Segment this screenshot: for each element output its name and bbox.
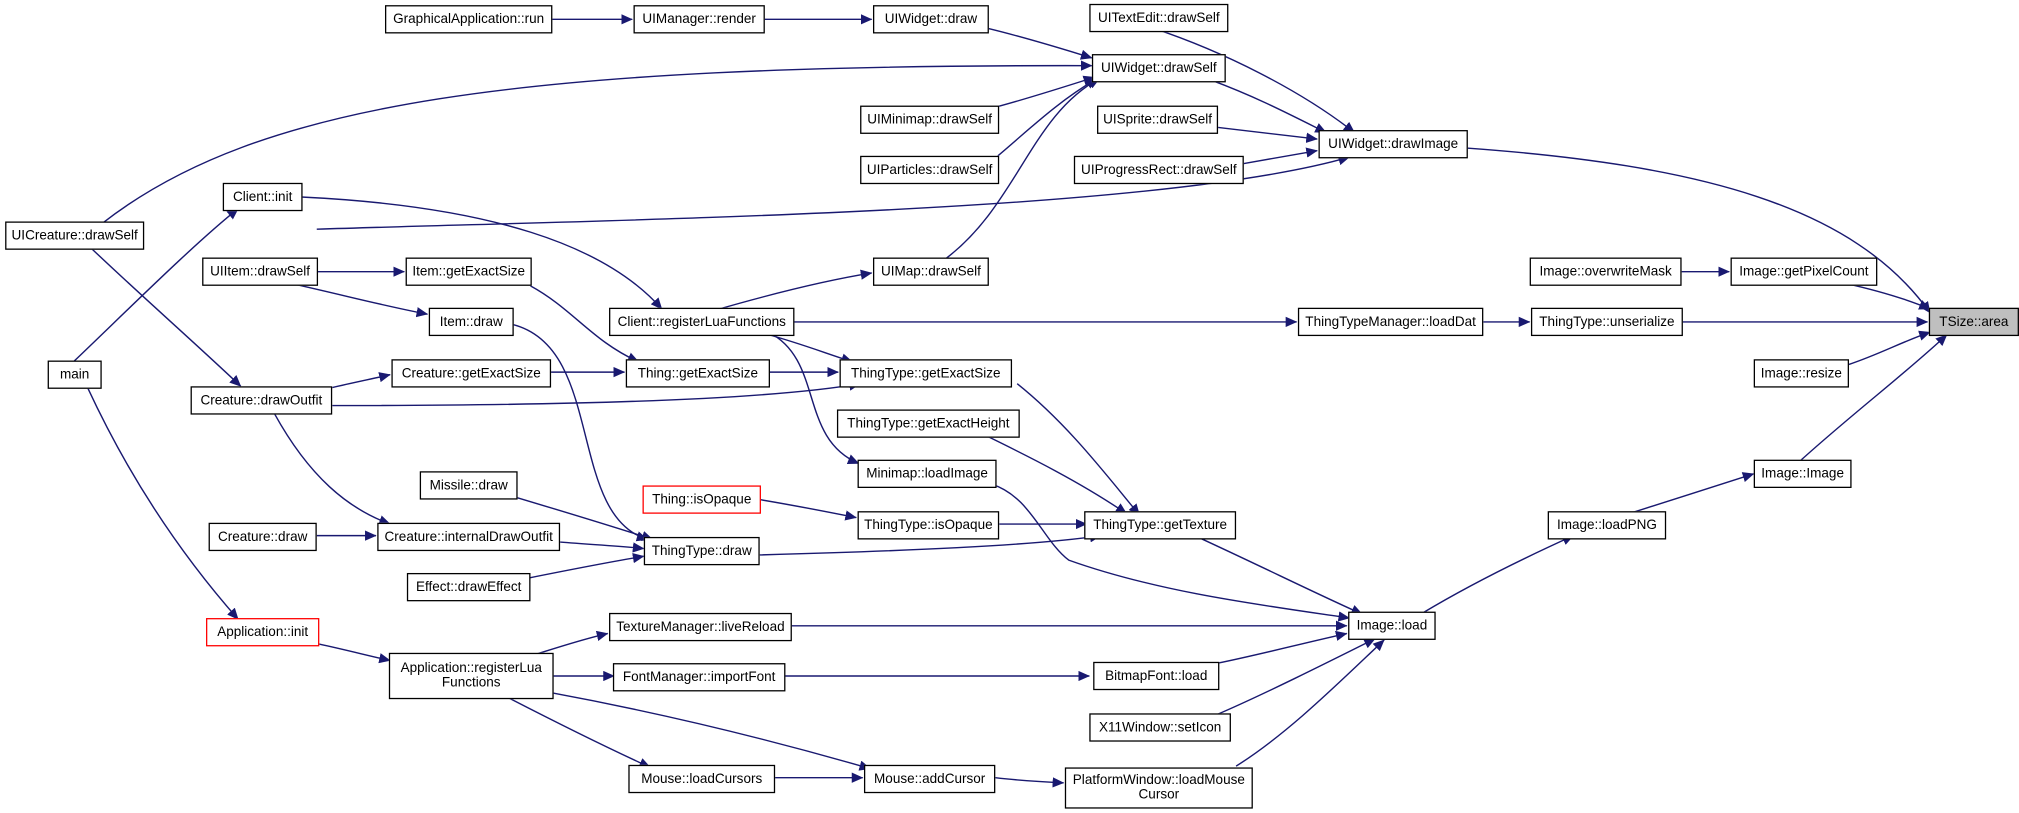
edge-particles-widgetdrawself <box>997 77 1098 157</box>
node-client-init[interactable]: Client::init <box>222 182 303 212</box>
node-thingtype-unserialize[interactable]: ThingType::unserialize <box>1530 307 1683 337</box>
edge-uimap-widgetdrawself <box>943 77 1101 261</box>
edge-itemgetexactsize-thinggetexactsize <box>530 285 640 363</box>
edge-uicreature-drawoutfit <box>89 246 242 387</box>
edge-appinit-registerlua <box>317 643 391 664</box>
node-application-init[interactable]: Application::init <box>206 618 320 647</box>
edge-thingisopaque-thingtypeisopaque <box>759 498 857 521</box>
node-thingtype-draw[interactable]: ThingType::draw <box>643 536 760 566</box>
edge-drawoutfit-internaldrawoutfit <box>273 412 391 526</box>
node-creature-draw[interactable]: Creature::draw <box>208 522 317 552</box>
node-uicreature-drawself[interactable]: UICreature::drawSelf <box>5 221 145 250</box>
node-image-resize[interactable]: Image::resize <box>1753 359 1849 388</box>
edge-uiitem-itemdraw <box>295 283 429 318</box>
node-effect-draweffect[interactable]: Effect::drawEffect <box>406 572 531 602</box>
edge-internaldrawoutfit-thingtypedraw <box>560 541 645 553</box>
node-thingtype-getexactheight[interactable]: ThingType::getExactHeight <box>836 409 1020 438</box>
edge-registerlua-thingtypegetexactsize <box>759 331 854 364</box>
edge-clientinit-registerlua <box>301 196 663 310</box>
node-uiwidget-drawimage[interactable]: UIWidget::drawImage <box>1318 130 1468 159</box>
node-image-load[interactable]: Image::load <box>1348 611 1436 640</box>
node-image-loadpng[interactable]: Image::loadPNG <box>1547 511 1667 540</box>
node-uitextedit-drawself[interactable]: UITextEdit::drawSelf <box>1089 3 1229 33</box>
node-uiitem-drawself[interactable]: UIItem::drawSelf <box>202 257 319 286</box>
edge-loadmousecursor-load <box>1235 639 1385 767</box>
edge-uicreature-widgetdrawself <box>102 60 1093 224</box>
edge-thingtypedraw-gettexture <box>759 532 1102 556</box>
edge-itemdraw-thingtypedraw <box>512 323 649 542</box>
edge-sprite-drawimage <box>1217 126 1318 143</box>
node-uimanager-render[interactable]: UIManager::render <box>633 5 765 34</box>
edge-thingtypegetexactsize-gettexture <box>1016 383 1141 516</box>
node-main[interactable]: main <box>47 360 102 389</box>
node-creature-getexactsize[interactable]: Creature::getExactSize <box>391 359 552 388</box>
edge-drawoutfit-thingtypegetexactsize <box>332 380 861 407</box>
edge-appregisterlua-loadcursors <box>508 697 651 769</box>
edge-minimap-widgetdrawself <box>996 75 1096 108</box>
node-uiparticles-drawself[interactable]: UIParticles::drawSelf <box>860 155 1000 185</box>
node-fontmanager-importfont[interactable]: FontManager::importFont <box>612 663 786 692</box>
edge-minimaploadimage-load <box>991 483 1351 622</box>
edge-missile-thingtypedraw <box>514 496 654 541</box>
node-bitmapfont-load[interactable]: BitmapFont::load <box>1093 661 1220 691</box>
node-thing-getexactsize[interactable]: Thing::getExactSize <box>625 359 770 388</box>
node-image-image[interactable]: Image::Image <box>1753 459 1852 489</box>
edge-addcursor-loadmousecursor <box>995 777 1065 788</box>
edge-loadpng-image <box>1632 472 1755 514</box>
edge-drawoutfit-creaturegetexactsize <box>332 372 391 389</box>
node-uiprogressrect-drawself[interactable]: UIProgressRect::drawSelf <box>1073 155 1244 185</box>
edge-widgetdrawself-drawimage <box>1210 79 1327 134</box>
node-uisprite-drawself[interactable]: UISprite::drawSelf <box>1097 105 1219 134</box>
edge-uiitem-drawimage <box>316 155 1351 230</box>
edge-effect-thingtypedraw <box>527 552 645 579</box>
node-thingtype-gettexture[interactable]: ThingType::getTexture <box>1084 511 1237 540</box>
edge-appregisterlua-addcursor <box>550 692 872 771</box>
edge-registerlua-uimap <box>714 269 873 311</box>
node-x11window-seticon[interactable]: X11Window::setIcon <box>1089 713 1231 742</box>
edge-bitmapfont-load <box>1217 630 1348 664</box>
node-creature-drawoutfit[interactable]: Creature::drawOutfit <box>190 386 333 415</box>
edge-textedit-drawimage <box>1153 27 1356 134</box>
edge-registerlua-minimaploadimage <box>768 331 860 465</box>
node-uimap-drawself[interactable]: UIMap::drawSelf <box>872 257 989 286</box>
node-image-overwritemask[interactable]: Image::overwriteMask <box>1529 257 1682 286</box>
edge-getexactheight-gettexture <box>982 433 1128 515</box>
edge-load-loadpng <box>1422 534 1575 614</box>
node-image-getpixelcount[interactable]: Image::getPixelCount <box>1730 257 1878 286</box>
node-uiwidget-draw[interactable]: UIWidget::draw <box>872 5 989 34</box>
edge-draw-widgetdrawself <box>987 27 1093 60</box>
node-thingtype-getexactsize[interactable]: ThingType::getExactSize <box>839 359 1013 388</box>
node-item-getexactsize[interactable]: Item::getExactSize <box>405 257 532 286</box>
node-tsize-area: TSize::area <box>1928 307 2019 337</box>
node-missile-draw[interactable]: Missile::draw <box>419 471 518 500</box>
node-platformwindow-loadmousecursor[interactable]: PlatformWindow::loadMouse Cursor <box>1064 767 1253 809</box>
node-uiminimap-drawself[interactable]: UIMinimap::drawSelf <box>860 105 1000 134</box>
node-thingtype-isopaque[interactable]: ThingType::isOpaque <box>857 511 1000 540</box>
node-mouse-addcursor[interactable]: Mouse::addCursor <box>863 764 996 794</box>
node-thingtypemanager-loaddat[interactable]: ThingTypeManager::loadDat <box>1297 307 1484 337</box>
edge-image-area <box>1799 334 1948 462</box>
edge-main-clientinit <box>72 208 239 363</box>
node-texturemanager-livereload[interactable]: TextureManager::liveReload <box>609 612 792 642</box>
edge-drawimage-area <box>1466 147 1931 314</box>
edge-seticon-load <box>1216 638 1376 716</box>
node-mouse-loadcursors[interactable]: Mouse::loadCursors <box>628 764 776 794</box>
edge-resize-area <box>1848 330 1931 366</box>
node-client-registerluafunctions[interactable]: Client::registerLuaFunctions <box>609 307 795 337</box>
node-minimap-loadimage[interactable]: Minimap::loadImage <box>857 459 997 489</box>
node-uiwidget-drawself[interactable]: UIWidget::drawSelf <box>1091 54 1226 83</box>
node-thing-isopaque[interactable]: Thing::isOpaque <box>642 485 761 514</box>
edge-progressrect-drawimage <box>1243 147 1318 165</box>
edge-main-appinit <box>86 387 239 620</box>
edge-gettexture-load <box>1197 536 1363 615</box>
node-item-draw[interactable]: Item::draw <box>428 307 514 337</box>
node-creature-internaldrawoutfit[interactable]: Creature::internalDrawOutfit <box>377 522 561 552</box>
node-graphicalapplication-run[interactable]: GraphicalApplication::run <box>384 5 553 34</box>
node-application-registerluafunctions[interactable]: Application::registerLua Functions <box>388 652 554 700</box>
